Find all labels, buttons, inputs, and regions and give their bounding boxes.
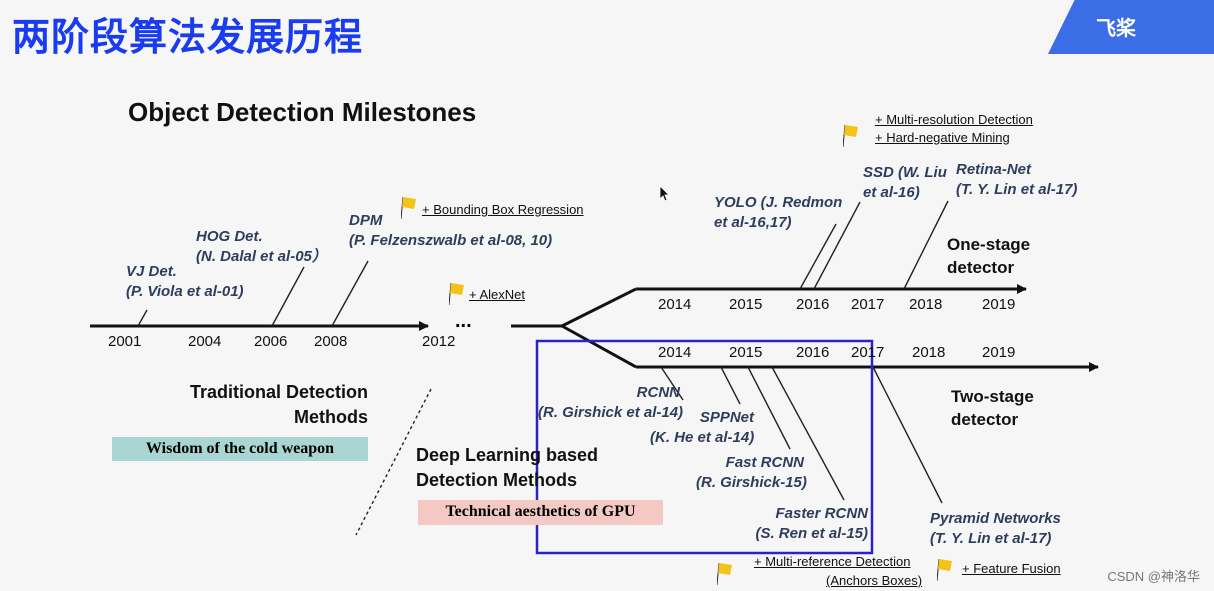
year-label: 2004: [188, 333, 222, 350]
year-label: 2014: [658, 344, 692, 361]
year-label: 2006: [254, 333, 288, 350]
year-label: 2015: [729, 296, 763, 313]
year-label: 2012: [422, 333, 456, 350]
retina-pointer: [903, 200, 949, 290]
sppnet-detector-label: SPPNet (K. He et al-14): [650, 409, 755, 446]
year-label: 2017: [851, 344, 885, 361]
yolo-detector-label: YOLO (J. Redmon et al-16,17): [714, 194, 843, 231]
year-label: 2001: [108, 333, 142, 350]
cursor-arrow-icon: [659, 185, 670, 202]
sppnet-pointer: [720, 366, 741, 405]
year-label: 2018: [912, 344, 946, 361]
fpn-pointer: [872, 366, 943, 504]
timeline-ellipsis: ...: [455, 310, 472, 332]
yolo-pointer: [799, 223, 837, 290]
retina-net-detector-label: Retina-Net (T. Y. Lin et al-17): [956, 161, 1078, 198]
fpn-detector-label: Pyramid Networks (T. Y. Lin et al-17): [930, 510, 1061, 547]
feature-hard-negative: + Hard-negative Mining: [875, 130, 1010, 145]
one-stage-branch: [561, 287, 637, 328]
dpm-detector-label: DPM (P. Felzenszwalb et al-08, 10): [349, 212, 553, 249]
brand-logo: 飞桨: [1048, 0, 1214, 54]
feature-alexnet: + AlexNet: [469, 287, 526, 302]
year-label: 2017: [851, 296, 885, 313]
year-label: 2014: [658, 296, 692, 313]
deep-learning-tag: Technical aesthetics of GPU: [418, 500, 663, 525]
slide-title: 两阶段算法发展历程: [12, 15, 364, 59]
year-label: 2016: [796, 344, 830, 361]
faster-rcnn-pointer: [771, 366, 845, 501]
year-label: 2015: [729, 344, 763, 361]
year-label: 2019: [982, 296, 1016, 313]
fast-rcnn-pointer: [747, 366, 791, 450]
hog-detector-label: HOG Det. (N. Dalal et al-05）: [196, 228, 327, 265]
year-label: 2018: [909, 296, 943, 313]
ssd-detector-label: SSD (W. Liu et al-16): [863, 164, 947, 201]
vj-detector-label: VJ Det. (P. Viola et al-01): [126, 263, 244, 300]
faster-rcnn-detector-label: Faster RCNN (S. Ren et al-15): [755, 505, 868, 542]
flag-icon: [937, 558, 952, 582]
two-stage-highlight-box: [535, 339, 874, 555]
feature-bbox-regression: + Bounding Box Regression: [422, 202, 584, 217]
year-label: 2019: [982, 344, 1016, 361]
flag-icon: [717, 562, 732, 586]
traditional-tag: Wisdom of the cold weapon: [112, 437, 368, 461]
traditional-methods-title: Traditional Detection Methods: [189, 382, 368, 427]
flag-icon: [449, 282, 464, 306]
brand-logo-text: 飞桨: [1096, 16, 1136, 40]
year-label: 2016: [796, 296, 830, 313]
rcnn-detector-label: RCNN (R. Girshick et al-14): [538, 384, 684, 421]
ssd-pointer: [813, 201, 861, 290]
one-stage-label: One-stage detector: [947, 235, 1031, 277]
fast-rcnn-detector-label: Fast RCNN (R. Girshick-15): [696, 454, 807, 491]
feature-anchors: (Anchors Boxes): [826, 573, 923, 588]
flag-icon: [843, 124, 858, 148]
rcnn-pointer: [660, 366, 684, 401]
two-stage-label: Two-stage detector: [951, 387, 1034, 429]
year-label: 2008: [314, 333, 348, 350]
feature-multi-reference: + Multi-reference Detection: [754, 554, 911, 569]
vj-pointer: [137, 309, 148, 327]
hog-pointer: [271, 266, 305, 327]
feature-multi-resolution: + Multi-resolution Detection: [875, 112, 1033, 127]
watermark: CSDN @神洛华: [1107, 569, 1200, 584]
diagram-heading: Object Detection Milestones: [128, 97, 477, 127]
dpm-pointer: [331, 260, 369, 327]
flag-icon: [401, 196, 416, 220]
two-stage-branch: [561, 324, 637, 369]
deep-learning-methods-title: Deep Learning based Detection Methods: [416, 445, 599, 490]
feature-fusion: + Feature Fusion: [962, 561, 1061, 576]
